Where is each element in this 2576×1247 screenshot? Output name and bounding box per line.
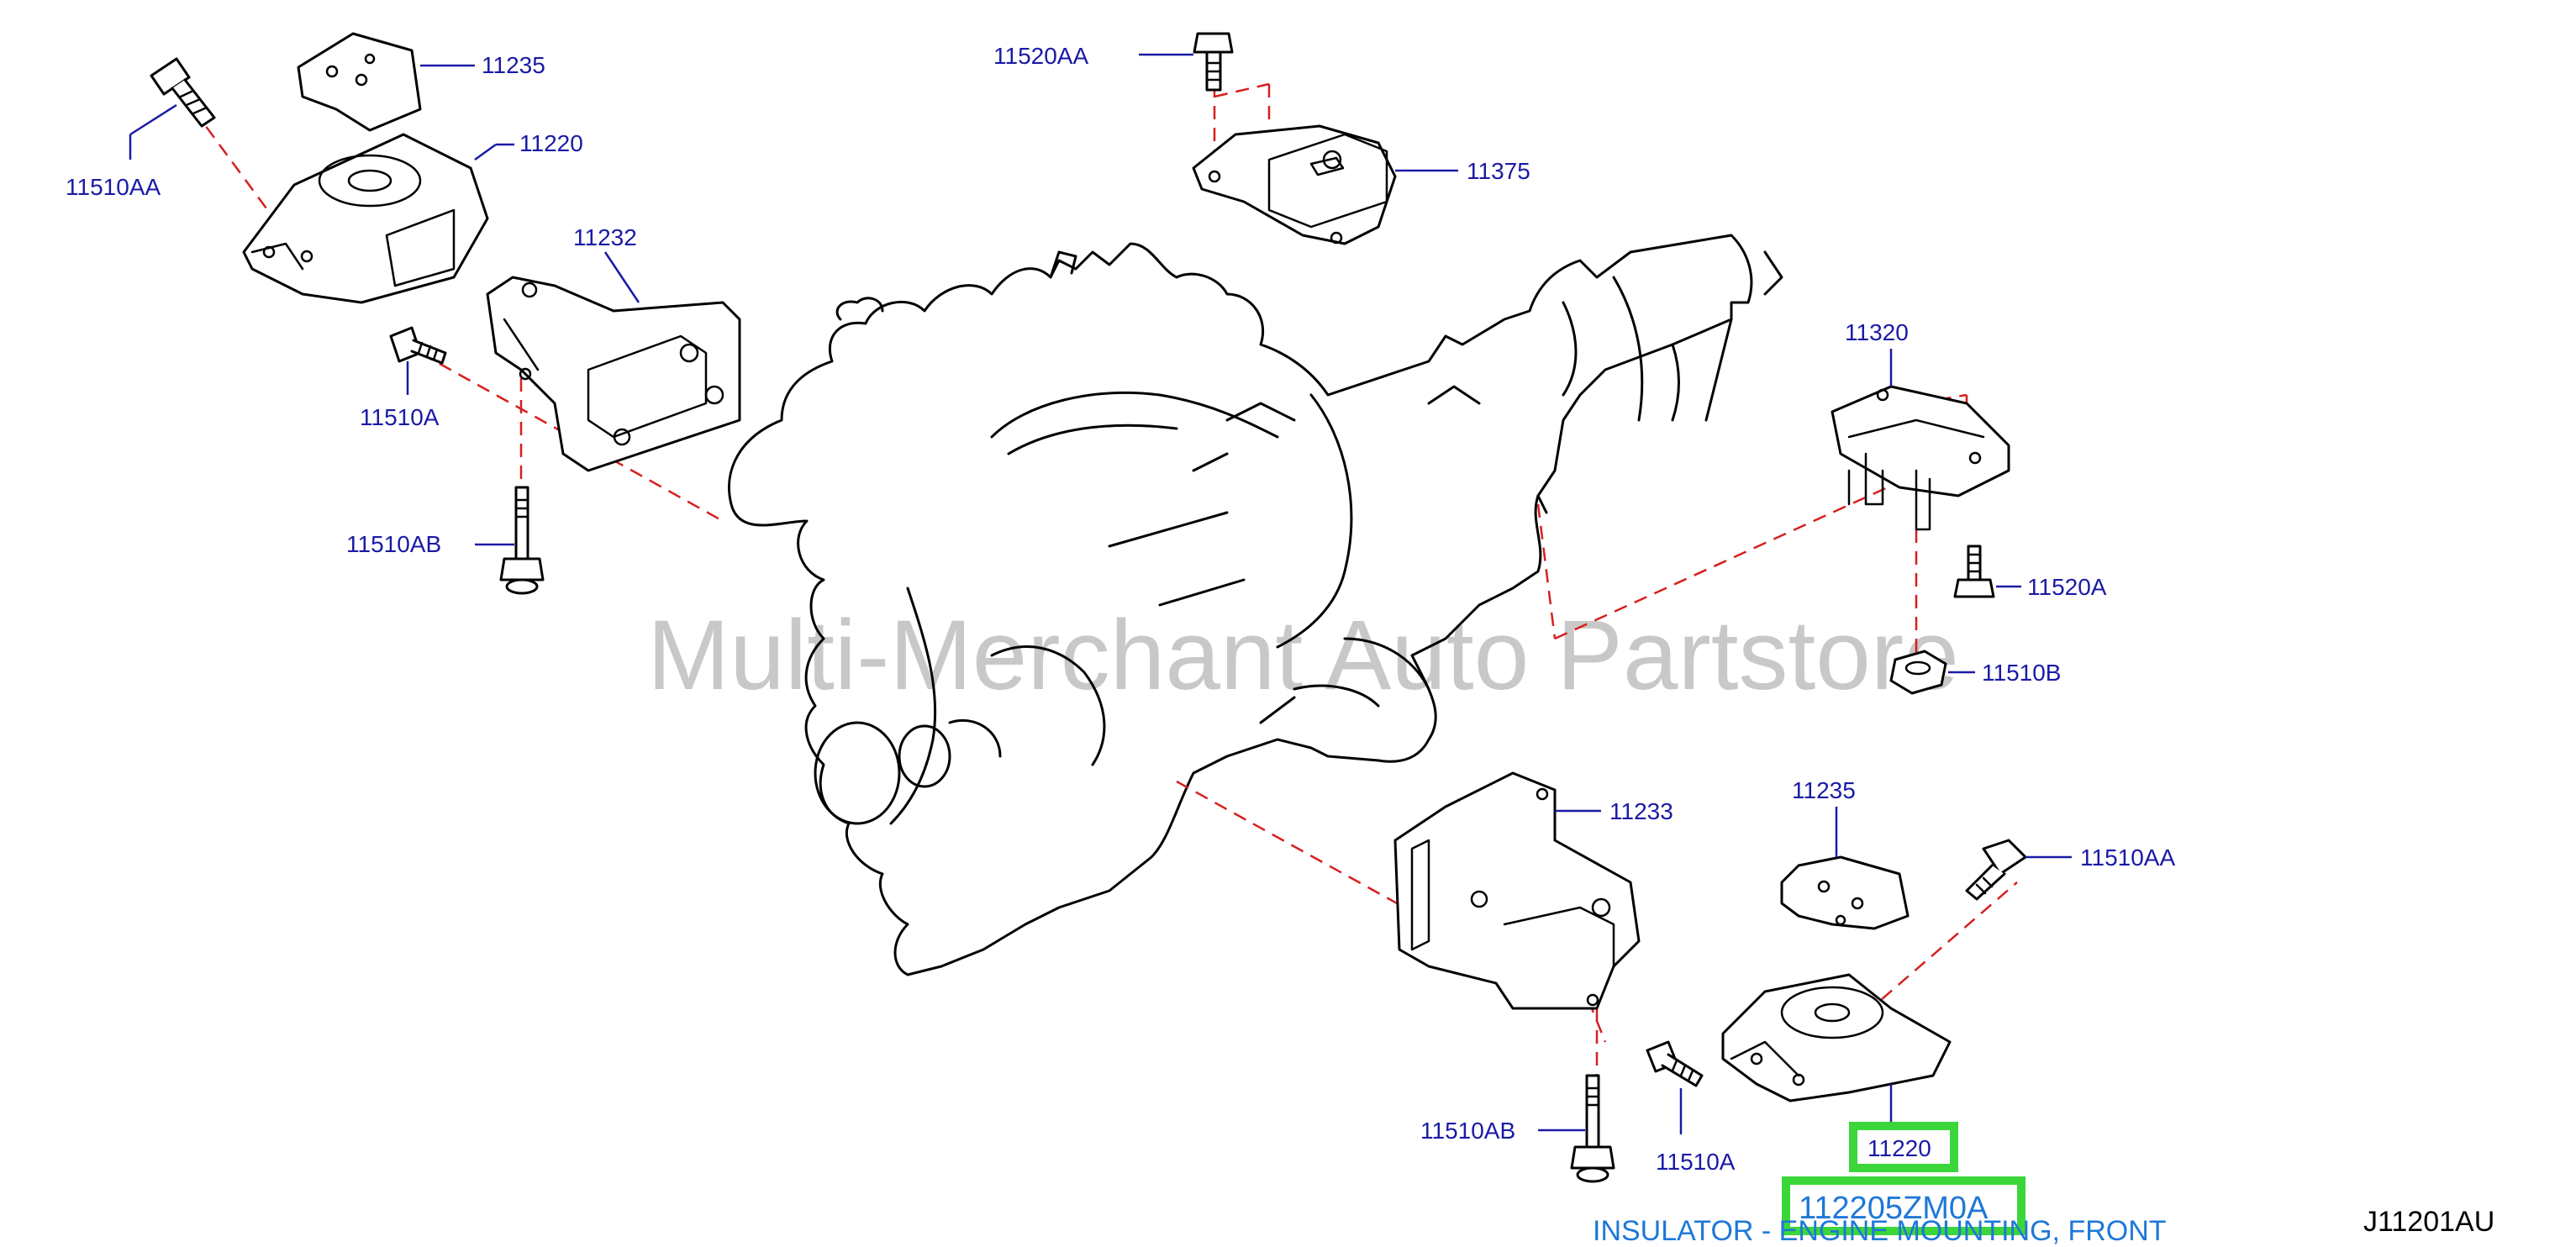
highlight-part-number[interactable]: 112205ZM0A [1799,1191,1989,1226]
callout-11520A[interactable]: 11520A [2027,574,2107,600]
callout-11320[interactable]: 11320 [1845,319,1909,345]
part-11510AB-bottom-bolt [1570,1074,1615,1183]
part-11510AA-bottom-bolt [1965,839,2027,901]
part-11235-bottom-plate [1780,855,1910,930]
callout-11510A-bottom[interactable]: 11510A [1656,1149,1736,1175]
callout-11235-bottom[interactable]: 11235 [1792,777,1856,803]
callout-11510B[interactable]: 11510B [1982,660,2061,686]
part-11520A-bolt [1953,545,1995,598]
callout-11220-top[interactable]: 11220 [519,130,583,156]
callout-11375[interactable]: 11375 [1467,158,1530,184]
callout-11510AA-bottom[interactable]: 11510AA [2080,844,2175,871]
part-11520AA-bolt [1193,32,1234,92]
callout-11510AA-top[interactable]: 11510AA [66,174,161,200]
figure-code: J11201AU [2363,1206,2494,1238]
callout-11510AB-bottom[interactable]: 11510AB [1420,1118,1515,1144]
callout-11510AB-top[interactable]: 11510AB [346,531,441,557]
part-11510AB-top-bolt [499,486,545,595]
engine-transmission-illustration [728,234,1783,976]
part-11375-rear-mount [1192,124,1397,245]
part-11220-bottom-mount[interactable] [1721,973,1952,1102]
callout-11233[interactable]: 11233 [1609,798,1673,824]
part-11233-bracket [1393,771,1641,1010]
highlight-ref-box [1849,1122,1958,1172]
callout-11520AA[interactable]: 11520AA [993,43,1088,69]
part-11220-top-mount [242,133,489,304]
part-11510A-top-bolt [389,326,447,365]
part-11232-bracket [486,276,741,472]
part-11510B-nut [1889,650,1947,695]
callout-11235-top[interactable]: 11235 [482,52,545,78]
callout-11232[interactable]: 11232 [573,224,637,250]
part-description[interactable]: INSULATOR - ENGINE MOUNTING, FRONT [1593,1215,2167,1247]
part-11235-top-plate [297,32,422,132]
highlight-partnumber-box [1782,1176,2026,1235]
part-11510AA-top-bolt [150,57,216,128]
watermark-text: Multi-Merchant Auto Partstore [647,600,1959,711]
callout-11510A-top[interactable]: 11510A [360,404,440,430]
part-11320-rear-insulator [1831,385,2010,531]
part-11510A-bottom-bolt [1646,1040,1704,1087]
highlight-ref-number[interactable]: 11220 [1867,1135,1931,1161]
